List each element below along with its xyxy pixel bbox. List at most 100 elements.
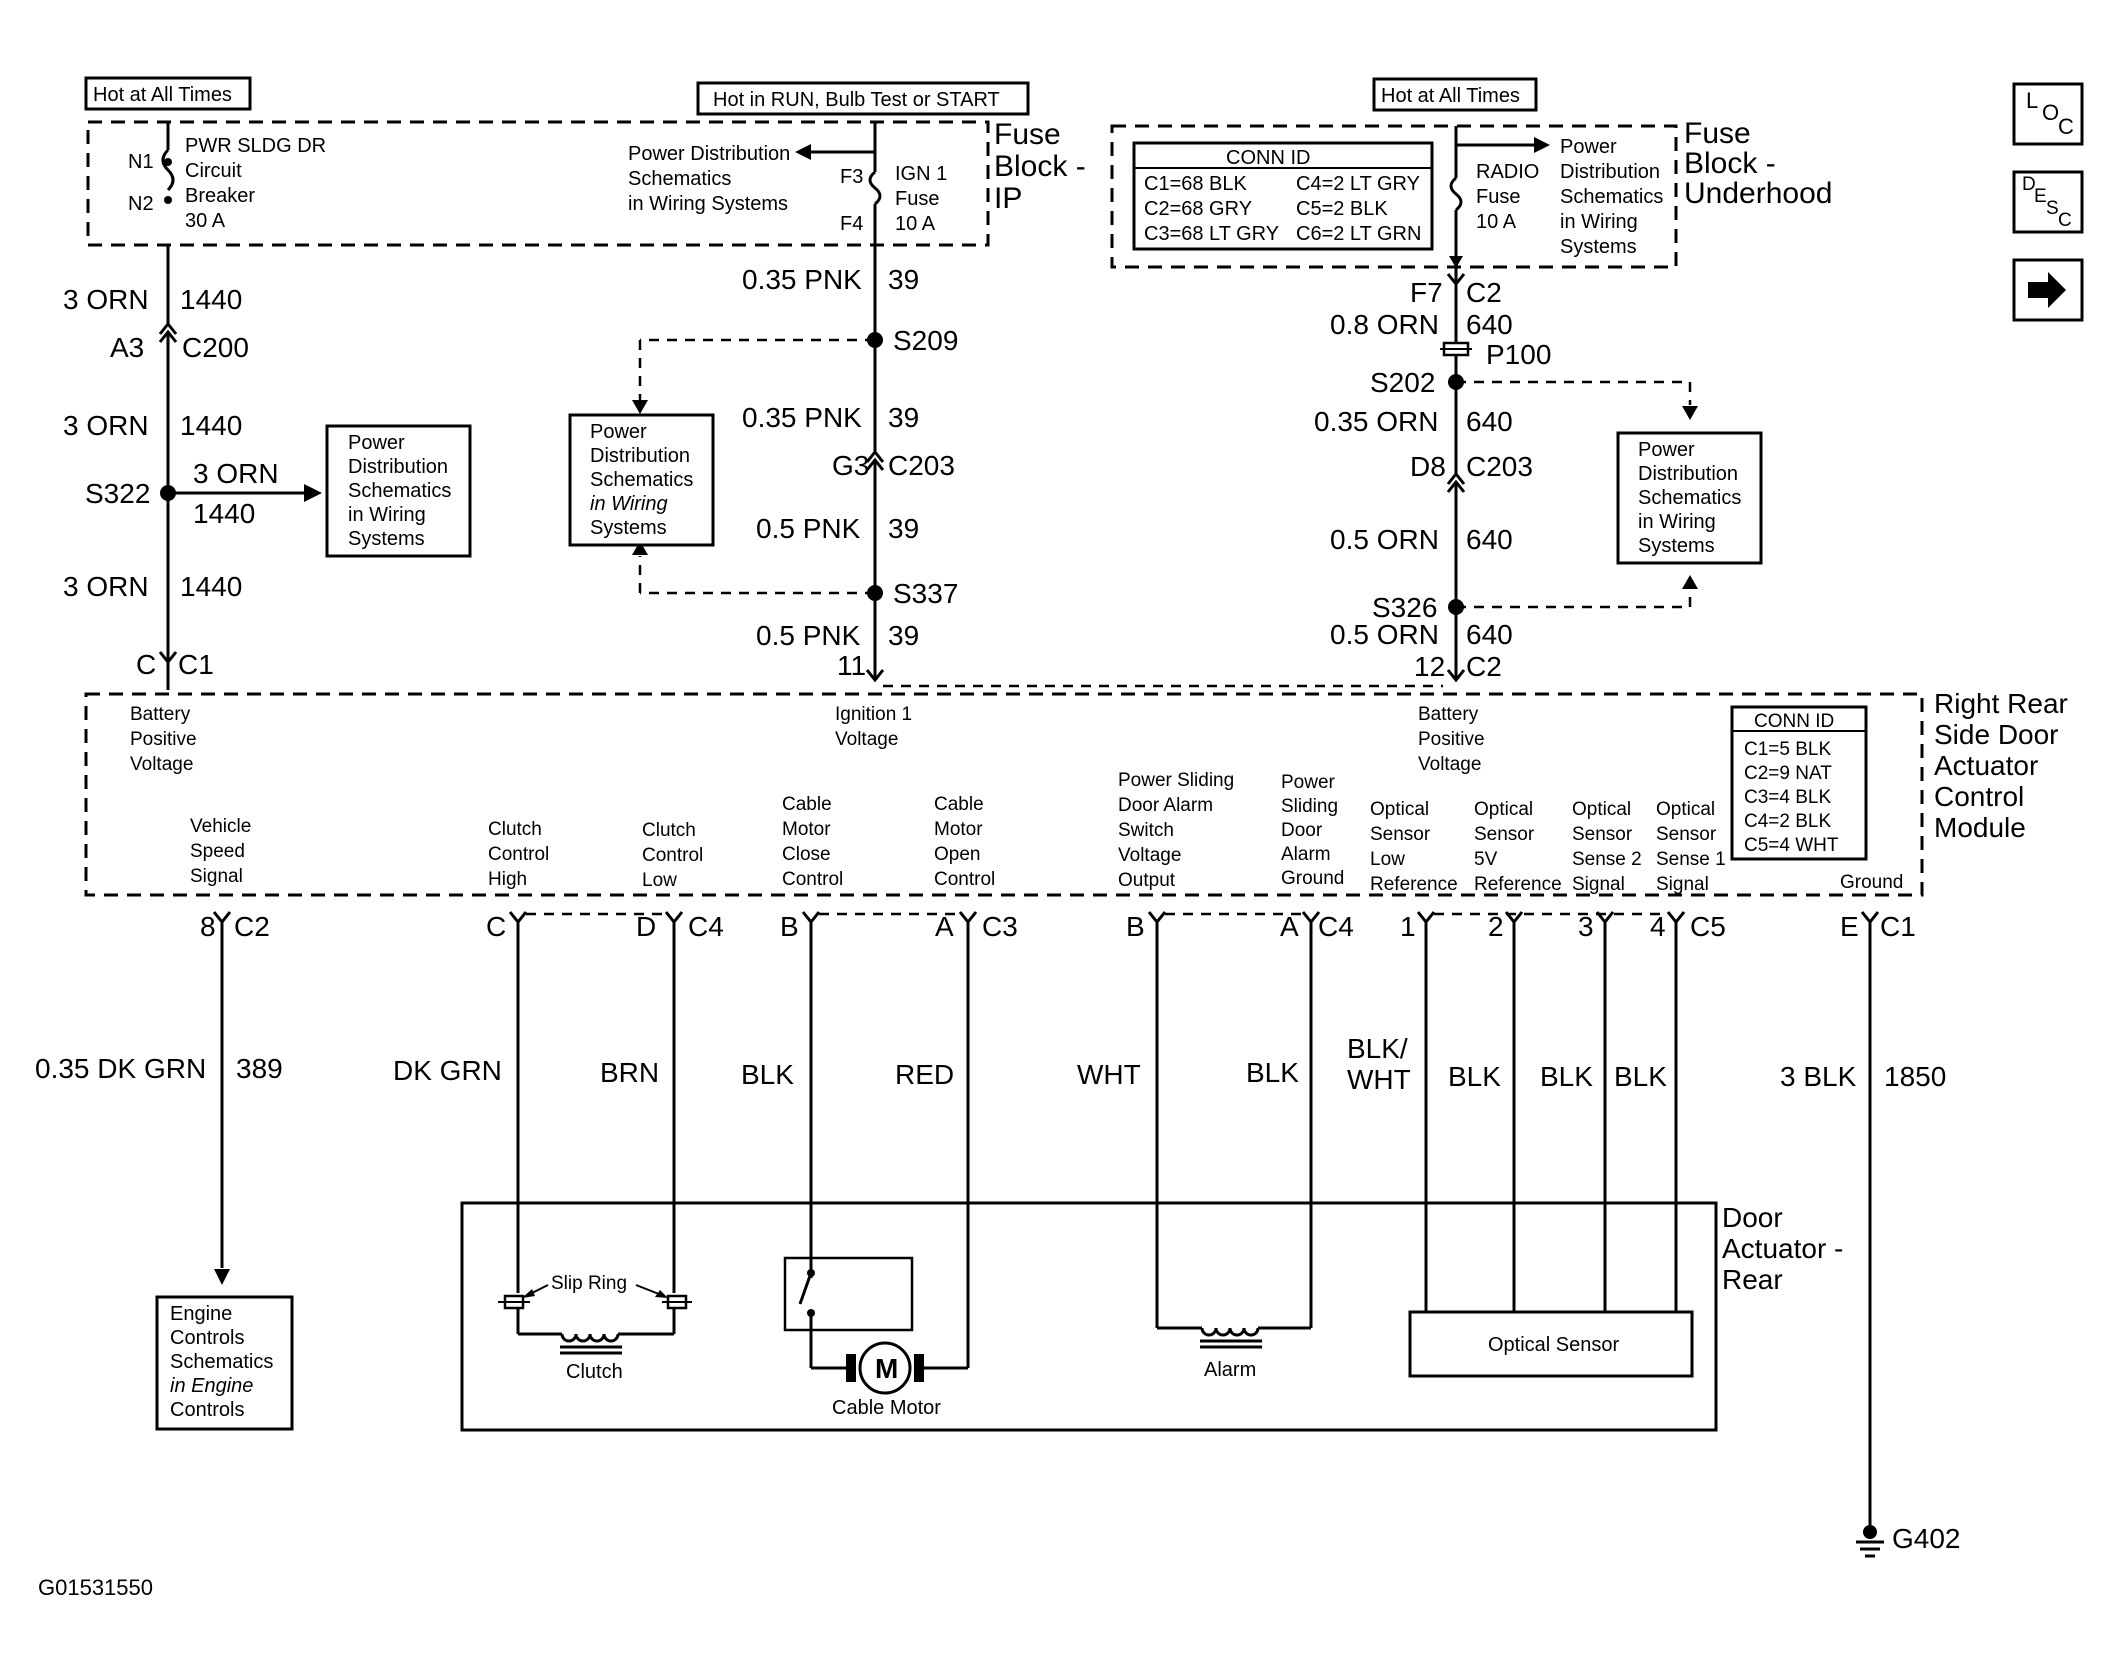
diagram-id: G01531550	[38, 1575, 153, 1600]
label-module-label-alarm-output-0: Power Sliding	[1118, 770, 1234, 791]
label-module-conn-id-2: C3=4 BLK	[1744, 787, 1831, 808]
label-fuse-block-underhood-conn-id-title: CONN ID	[1226, 147, 1310, 169]
label-fuse-block-ip-breaker-text-3: 30 A	[185, 210, 226, 232]
label-right-circuit-fuse-conn: C2	[1466, 277, 1502, 308]
label-module-label-alarm-output-3: Voltage	[1118, 845, 1181, 866]
label-module-label-clutch-high-1: Control	[488, 844, 549, 865]
hot-label-right: Hot at All Times	[1372, 77, 1538, 112]
label-bottom-wires-vss-size: 0.35 DK GRN	[35, 1053, 206, 1084]
label-bottom-wires-alarm-out: WHT	[1077, 1059, 1141, 1090]
label-module-label-ground: Ground	[1840, 872, 1903, 893]
label-fuse-block-underhood-conn-id-left-2: C3=68 LT GRY	[1144, 223, 1279, 245]
label-bottom-wires-cable-close: BLK	[741, 1059, 794, 1090]
label-center-circuit-pd-box-1: Distribution	[590, 445, 690, 467]
label-module-title-1: Side Door	[1934, 719, 2059, 750]
label-module-label-cable-open-3: Control	[934, 869, 995, 890]
label-right-circuit-conn-pin: D8	[1410, 451, 1446, 482]
label-module-label-opt-s2-0: Optical	[1572, 799, 1631, 820]
fuse-block-ip	[86, 120, 990, 247]
label-module-label-opt-s2-1: Sensor	[1572, 824, 1633, 845]
label-module-label-battery-right-0: Battery	[1418, 704, 1479, 725]
label-fuse-block-underhood-title-0: Fuse	[1684, 117, 1751, 150]
label-fuse-block-underhood-pd-text-4: Systems	[1560, 236, 1637, 258]
label-fuse-block-underhood-pd-text-2: Schematics	[1560, 186, 1663, 208]
label-fuse-block-ip-pd-text-1: Schematics	[628, 168, 731, 190]
door-actuator	[460, 1201, 1718, 1432]
label-door-actuator-cable-motor: Cable Motor	[832, 1397, 941, 1419]
label-nav-desc-sub2: S	[2046, 198, 2059, 219]
underhood-conn-id: CONN ID C1=68 BLK C2=68 GRY C3=68 LT GRY…	[1132, 141, 1434, 251]
label-nav-loc-sub2: C	[2058, 114, 2074, 139]
label-engine-box-4: Controls	[170, 1399, 244, 1421]
label-right-circuit-fuse-pin: F7	[1410, 277, 1443, 308]
next-page-button[interactable]	[2012, 258, 2084, 322]
label-center-circuit-pd-box-0: Power	[590, 421, 647, 443]
label-module-label-clutch-high-2: High	[488, 869, 527, 890]
label-module-label-opt-low-0: Optical	[1370, 799, 1429, 820]
label-module-label-battery-right-2: Voltage	[1418, 754, 1481, 775]
label-center-circuit-pd-box-3: in Wiring	[590, 493, 668, 515]
label-center-circuit-wire2-size: 0.35 PNK	[742, 402, 862, 433]
label-engine-box-1: Controls	[170, 1327, 244, 1349]
label-module-label-clutch-low-0: Clutch	[642, 820, 696, 841]
label-module-title-3: Control	[1934, 781, 2024, 812]
label-module-label-opt-s1-2: Sense 1	[1656, 849, 1726, 870]
label-module-conn-id-0: C1=5 BLK	[1744, 739, 1831, 760]
label-right-circuit-pd-box-2: Schematics	[1638, 487, 1741, 509]
label-door-actuator-alarm: Alarm	[1204, 1359, 1256, 1381]
label-bottom-wires-clutch-low: BRN	[600, 1057, 659, 1088]
desc-button[interactable]: D E S C	[2012, 170, 2084, 234]
label-left-circuit-wire2-size: 3 ORN	[63, 410, 149, 441]
label-bottom-pins-c4a-conn: C4	[688, 911, 724, 942]
label-module-label-opt-5v-1: Sensor	[1474, 824, 1535, 845]
label-center-circuit-splice2: S337	[893, 578, 958, 609]
label-module-label-cable-open-0: Cable	[934, 794, 984, 815]
label-module-label-cable-close-1: Motor	[782, 819, 831, 840]
fuse-block-ip-title-2: Block -	[994, 150, 1086, 183]
label-center-circuit-wire4-num: 39	[888, 620, 919, 651]
label-module-conn-id-3: C4=2 BLK	[1744, 811, 1831, 832]
label-left-circuit-pd-box-4: Systems	[348, 528, 425, 550]
label-fuse-block-ip-fuse-f3: F3	[840, 166, 863, 188]
right-circuit-640: F7 C2 0.8 ORN 640 P100 S202 0.35 ORN 640…	[1314, 268, 1698, 683]
label-right-circuit-conn-name: C203	[1466, 451, 1533, 482]
cable-motor-component: M Cable Motor	[783, 1256, 968, 1419]
label-left-circuit-pd-box-3: in Wiring	[348, 504, 426, 526]
label-module-label-ignition-0: Ignition 1	[835, 704, 912, 725]
optical-sensor-component: Optical Sensor	[1408, 1310, 1694, 1378]
module-conn-id: CONN ID C1=5 BLK C2=9 NAT C3=4 BLK C4=2 …	[1730, 705, 1868, 861]
label-module-label-cable-close-0: Cable	[782, 794, 832, 815]
label-door-actuator-optical-sensor: Optical Sensor	[1488, 1334, 1620, 1356]
label-bottom-pins-c5-pin-4: 4	[1650, 911, 1666, 942]
label-fuse-block-ip-breaker-text-0: PWR SLDG DR	[185, 135, 326, 157]
label-bottom-wires-cable-open: RED	[895, 1059, 954, 1090]
label-bottom-wires-gnd-num: 1850	[1884, 1061, 1946, 1092]
label-left-circuit-conn-pin: A3	[110, 332, 144, 363]
label-left-circuit-conn-name: C200	[182, 332, 249, 363]
loc-button[interactable]: L O C	[2012, 82, 2084, 146]
label-fuse-block-ip-breaker-n1: N1	[128, 151, 154, 173]
label-bottom-pins-vss-pin: 8	[200, 911, 216, 942]
label-module-label-opt-low-2: Low	[1370, 849, 1405, 870]
module-pin-labels: Battery Positive Voltage Ignition 1 Volt…	[130, 704, 1903, 895]
label-bottom-wires-opt-s1: BLK	[1614, 1061, 1667, 1092]
label-module-label-clutch-low-2: Low	[642, 870, 677, 891]
label-fuse-block-ip-breaker-n2: N2	[128, 193, 154, 215]
label-module-label-alarm-ground-4: Ground	[1281, 868, 1344, 889]
label-bottom-pins-c4a-pin-d: D	[636, 911, 656, 942]
label-module-conn-id-1: C2=9 NAT	[1744, 763, 1832, 784]
alarm-component: Alarm	[1157, 1326, 1311, 1381]
label-engine-box-2: Schematics	[170, 1351, 273, 1373]
label-module-label-cable-open-2: Open	[934, 844, 980, 865]
label-left-circuit-module-conn: C1	[178, 649, 214, 680]
label-center-circuit-wire1-size: 0.35 PNK	[742, 264, 862, 295]
label-module-label-opt-low-1: Sensor	[1370, 824, 1431, 845]
bottom-connector-pins: 8 C2 C D C4 B A C3 B A C4 1 2 3 4 C5 E C…	[200, 911, 1916, 942]
fuse-block-ip-title-1: Fuse	[994, 118, 1061, 151]
label-left-circuit-wire2-num: 1440	[180, 410, 242, 441]
label-fuse-block-ip-breaker-text-2: Breaker	[185, 185, 255, 207]
fuse-block-ip-title-3: IP	[994, 182, 1022, 215]
label-module-conn-id-4: C5=4 WHT	[1744, 835, 1839, 856]
label-bottom-pins-c4b-pin-a: A	[1280, 911, 1299, 942]
label-right-circuit-splice2: S326	[1372, 592, 1437, 623]
